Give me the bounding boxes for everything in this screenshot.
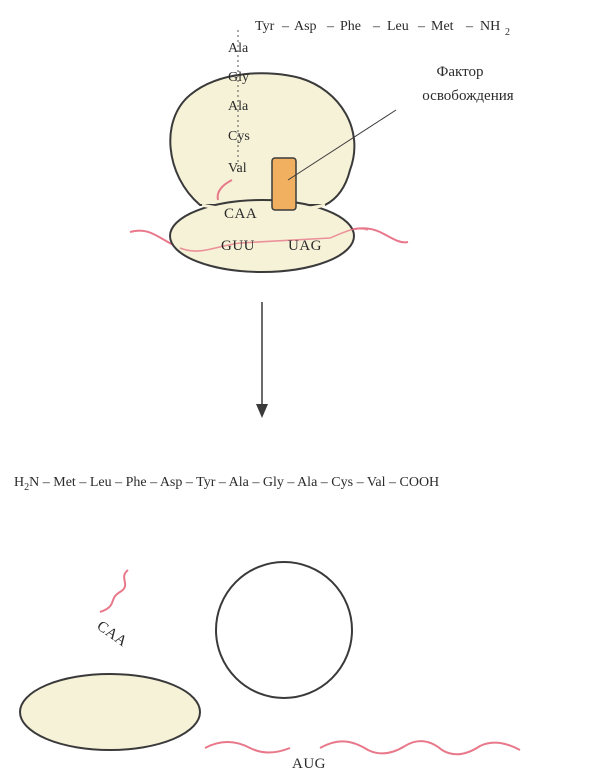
- released-small-subunit: [19, 673, 201, 751]
- large-ribosome-subunit: [169, 72, 356, 206]
- svg-text:–: –: [372, 19, 381, 34]
- top-chain-aa: Leu: [387, 19, 409, 34]
- mrna-codon-p-site: GUU: [221, 238, 255, 254]
- top-peptide-chain: Tyr – Asp – Phe – Leu – Met – NH 2: [255, 19, 510, 38]
- svg-text:–: –: [281, 19, 290, 34]
- release-factor: [271, 157, 297, 211]
- release-factor-pointer: [287, 109, 397, 181]
- vertical-chain-aa: Ala: [228, 99, 249, 114]
- svg-text:H2N – Met – Leu – Phe – Asp –: H2N – Met – Leu – Phe – Asp – Tyr – Ala …: [14, 475, 439, 493]
- mrna-stop-codon: UAG: [288, 238, 322, 254]
- vertical-chain-aa: Gly: [228, 70, 249, 85]
- released-large-subunit: [215, 561, 353, 699]
- svg-text:–: –: [465, 19, 474, 34]
- top-chain-subscript: 2: [505, 27, 510, 38]
- released-mrna-codon: AUG: [292, 756, 326, 772]
- released-peptide-chain: H2N – Met – Leu – Phe – Asp – Tyr – Ala …: [14, 475, 439, 493]
- top-chain-aa: NH: [480, 19, 500, 34]
- svg-text:–: –: [326, 19, 335, 34]
- vertical-chain-aa: Val: [228, 161, 247, 176]
- trna-anticodon: CAA: [224, 206, 257, 222]
- released-trna-strand: [99, 569, 129, 613]
- released-mrna-strand: [204, 740, 521, 756]
- vertical-peptide-chain: Ala Gly Ala Cys Val: [228, 41, 250, 176]
- release-factor-label-line2: освобождения: [422, 88, 513, 104]
- trna-strand: [216, 179, 233, 201]
- top-chain-aa: Met: [431, 19, 454, 34]
- top-chain-aa: Tyr: [255, 19, 275, 34]
- release-factor-label-line1: Фактор: [437, 64, 484, 80]
- vertical-chain-aa: Ala: [228, 41, 249, 56]
- vertical-chain-aa: Cys: [228, 129, 250, 144]
- svg-text:–: –: [417, 19, 426, 34]
- reaction-arrow-head: [256, 404, 268, 418]
- small-ribosome-subunit: [169, 199, 355, 273]
- top-chain-aa: Asp: [294, 19, 317, 34]
- top-chain-aa: Phe: [340, 19, 361, 34]
- released-trna-anticodon: CAA: [94, 618, 130, 650]
- mrna-strand-front: [179, 227, 369, 252]
